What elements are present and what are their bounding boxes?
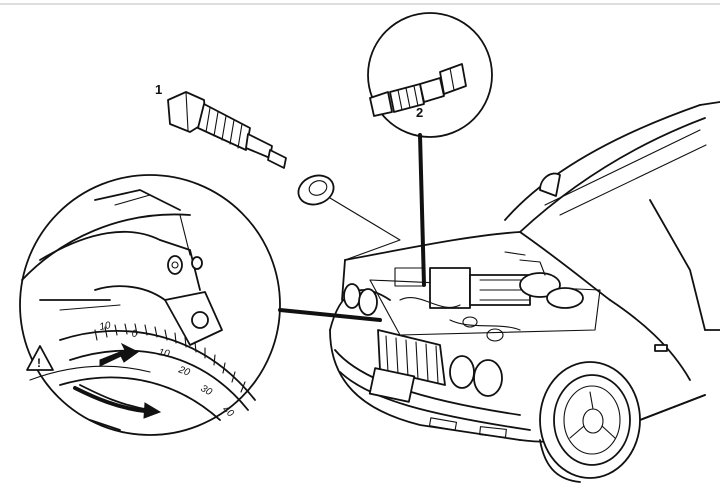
callout-2: 2: [416, 105, 423, 120]
scale-ticks: [94, 323, 246, 393]
front-wheel: [539, 361, 641, 483]
part-1-bolt: [167, 91, 287, 169]
scale-mark-10-before: 10: [99, 320, 112, 333]
detail-bubble-2: [367, 12, 493, 138]
callout-1: 1: [155, 82, 162, 97]
detail-bubble-timing: [19, 174, 281, 436]
car-body: [329, 101, 720, 443]
ring-leader-line: [329, 197, 401, 261]
scale-mark-10: 10: [157, 347, 170, 360]
warning-glyph: !: [37, 356, 41, 370]
scale-mark-30: 30: [199, 383, 215, 398]
warning-triangle-icon: !: [26, 345, 54, 371]
leader-line-timing: [278, 308, 382, 322]
scale-mark-0: 0: [131, 329, 138, 340]
rotation-arrow-icon: [99, 342, 139, 367]
leader-line-2: [418, 133, 426, 287]
engine-compartment: [369, 251, 601, 342]
sealing-ring: [297, 174, 335, 206]
scale-mark-20: 20: [176, 364, 192, 379]
